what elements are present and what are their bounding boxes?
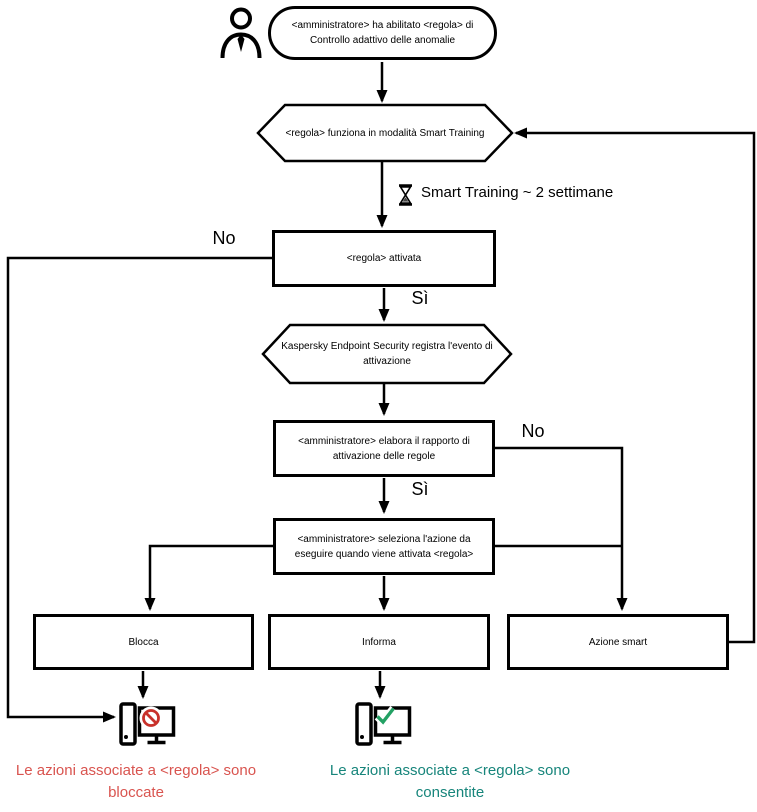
node-action-inform: Informa <box>268 614 490 670</box>
node-action-selected: <amministratore> seleziona l'azione da e… <box>273 518 495 575</box>
computer-allowed-icon <box>355 702 412 746</box>
node-action-smart-text: Azione smart <box>588 636 648 648</box>
edge-label-yes-2: Sì <box>411 479 429 499</box>
check-mark <box>376 707 395 725</box>
prohibit-slash <box>145 712 157 724</box>
computer-blocked-icon <box>119 702 176 746</box>
edge-label-no-right: No <box>521 421 545 441</box>
node-start-text: <amministratore> ha abilitato <regola> d… <box>291 20 474 46</box>
node-action-block: Blocca <box>33 614 254 670</box>
conn-smart-feedback-loop <box>514 127 756 644</box>
training-duration-label: Smart Training ~ 2 settimane <box>421 184 614 201</box>
node-action-selected-text: <amministratore> seleziona l'azione da e… <box>294 533 474 560</box>
node-action-smart: Azione smart <box>507 614 729 670</box>
outcome-allowed-text: Le azioni associate a <regola> sono cons… <box>329 762 571 801</box>
edge-label-yes-1: Sì <box>411 288 429 308</box>
edge-label-no-left: No <box>212 228 236 248</box>
administrator-person-icon <box>220 7 262 59</box>
node-rule-triggered: <regola> attivata <box>272 230 496 287</box>
node-start: <amministratore> ha abilitato <regola> d… <box>268 6 497 60</box>
node-report-processed-text: <amministratore> elabora il rapporto di … <box>298 435 470 462</box>
hexagon-training-mode <box>256 103 514 163</box>
hexagon-event-registered <box>261 323 513 385</box>
node-action-inform-text: Informa <box>362 636 396 648</box>
node-rule-triggered-text: <regola> attivata <box>346 253 422 264</box>
node-action-block-text: Blocca <box>128 636 159 648</box>
conn-report-no <box>495 446 628 611</box>
outcome-blocked-text: Le azioni associate a <regola> sono bloc… <box>15 762 257 801</box>
hourglass-icon <box>399 184 412 206</box>
conn-triggered-no-loop <box>6 256 272 723</box>
node-report-processed: <amministratore> elabora il rapporto di … <box>273 420 495 477</box>
conn-selected-to-block <box>144 544 273 611</box>
